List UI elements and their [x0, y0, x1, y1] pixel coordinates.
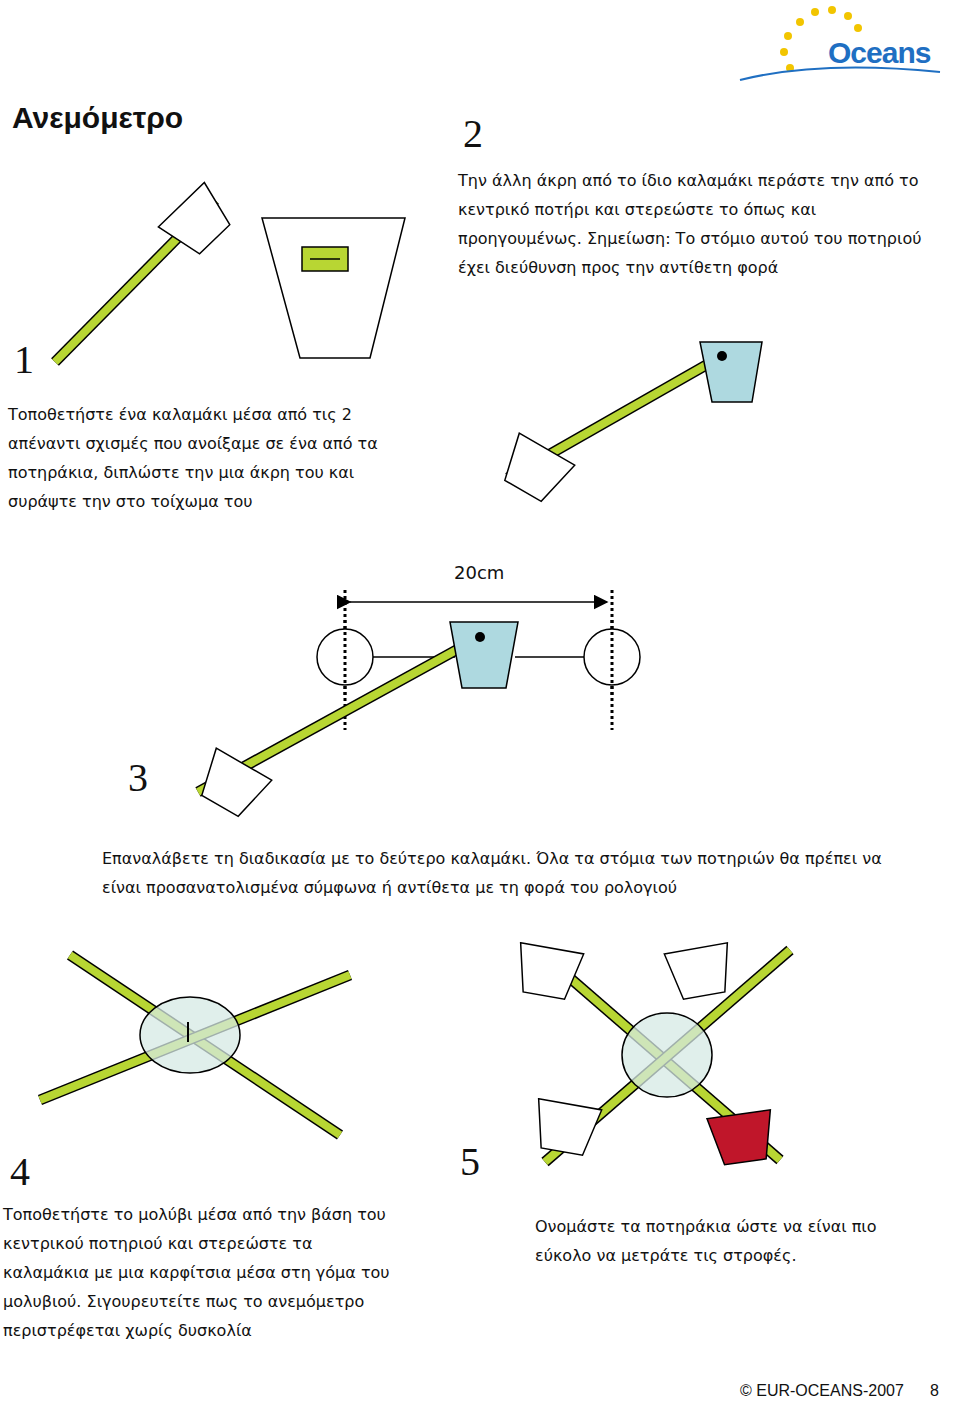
- dimension: 20cm: [452, 562, 506, 583]
- step-text: Επαναλάβετε τη διαδικασία με το δεύτερο …: [102, 844, 892, 902]
- step-text: Την άλλη άκρη από το ίδιο καλαμάκι περάσ…: [458, 166, 928, 282]
- logo-swoosh: [740, 68, 940, 81]
- page-title: Ανεμόμετρο: [12, 100, 183, 136]
- step-text: Τοποθετήστε ένα καλαμάκι μέσα από τις 2 …: [8, 400, 418, 516]
- step-number: 1: [14, 338, 34, 382]
- step4-figure: [40, 955, 350, 1135]
- step1-figure: [55, 183, 405, 362]
- step-number: 5: [460, 1140, 480, 1184]
- step-number: 2: [463, 112, 483, 156]
- step2-figure: [495, 342, 762, 507]
- step-text: Ονομάστε τα ποτηράκια ώστε να είναι πιο …: [535, 1212, 935, 1270]
- step3-figure: [192, 590, 640, 822]
- footer-copyright: © EUR-OCEANS-2007: [740, 1381, 904, 1401]
- logo-text: Oceans: [828, 36, 930, 70]
- step-number: 4: [10, 1150, 30, 1194]
- step5-figure: [512, 943, 790, 1166]
- step-text: Τοποθετήστε το μολύβι μέσα από την βάση …: [3, 1200, 403, 1345]
- step-number: 3: [128, 756, 148, 800]
- page-number: 8: [930, 1381, 939, 1401]
